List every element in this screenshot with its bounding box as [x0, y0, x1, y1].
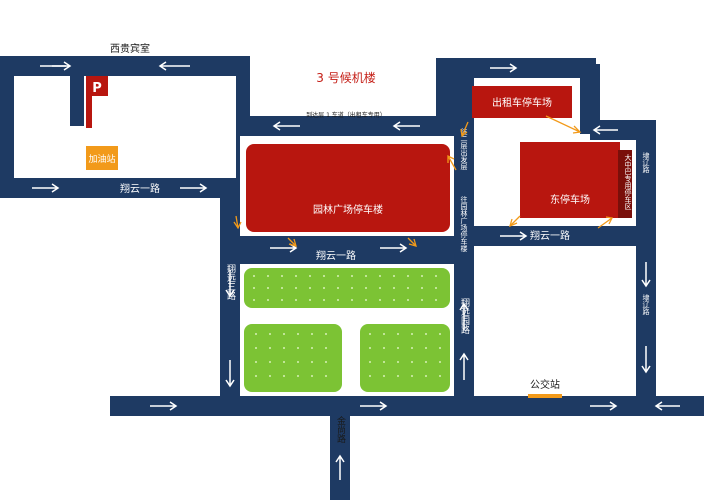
bus-stop-label: 公交站: [530, 378, 560, 391]
road-pinliao-bottom: 埭辽路: [642, 293, 650, 316]
traffic-arrows: [32, 61, 680, 480]
map-title: 3 号候机楼: [316, 70, 375, 85]
parking-p-text: P: [92, 81, 102, 96]
parking-sign[interactable]: P: [86, 76, 108, 128]
guest-house-label: 西贵宾室: [110, 42, 150, 55]
bus-parking[interactable]: 大中巴专用停车区: [618, 150, 632, 218]
gas-station[interactable]: 加油站: [86, 146, 118, 170]
bus-stop[interactable]: 公交站: [528, 378, 562, 398]
taxi-lot-label: 出租车停车场: [492, 96, 552, 109]
arrival-lane-label: 到达层 1 车道（出租车专用）: [306, 111, 386, 119]
road-xiangyun1-center: 翔云一路: [316, 249, 356, 262]
road-xiangyun1-left: 翔云一路: [120, 182, 160, 195]
green-parking-areas: [244, 268, 450, 392]
garden-plaza-label: 园林广场停车楼: [313, 203, 383, 216]
taxi-lot[interactable]: 出租车停车场: [472, 86, 572, 118]
road-pinliao-top: 埭辽路: [642, 151, 650, 174]
road-jinshang: 金尚路: [335, 415, 346, 444]
bus-parking-label: 大中巴专用停车区: [624, 153, 632, 210]
route-arrows: [233, 115, 613, 247]
gas-station-label: 加油站: [88, 153, 115, 165]
to-level2-label: 往二层出发层: [460, 127, 468, 171]
east-parking[interactable]: 东停车场: [520, 142, 620, 218]
to-garden-label: 往园林广场停车楼: [460, 195, 468, 253]
east-parking-label: 东停车场: [550, 193, 590, 206]
garden-plaza-parking[interactable]: 园林广场停车楼: [246, 144, 450, 232]
road-xiangyun1-right: 翔云一路: [530, 229, 570, 242]
